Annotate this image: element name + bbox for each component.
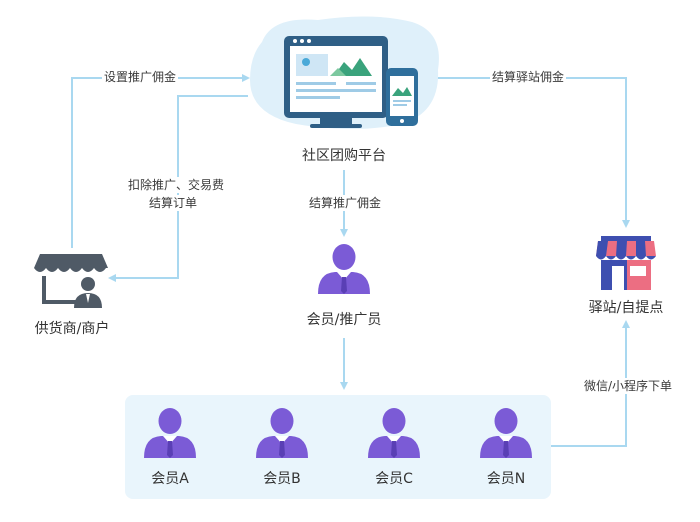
label-set-commission: 设置推广佣金	[102, 69, 179, 85]
label-deduct-line1: 扣除推广、交易费	[126, 177, 227, 193]
member-c-label: 会员C	[375, 471, 413, 487]
edge-set-commission	[71, 74, 250, 248]
promoter-icon	[318, 244, 370, 294]
station-label: 驿站/自提点	[588, 300, 664, 316]
member-a-label: 会员A	[151, 471, 189, 487]
platform-label: 社区团购平台	[302, 148, 386, 164]
members-panel	[125, 395, 551, 499]
label-order-via: 微信/小程序下单	[582, 378, 675, 394]
label-deduct-line2: 结算订单	[147, 195, 200, 211]
member-n-label: 会员N	[486, 471, 526, 487]
label-station-commission: 结算驿站佣金	[490, 69, 567, 85]
platform-icon	[250, 16, 439, 130]
supplier-label: 供货商/商户	[34, 321, 110, 337]
promoter-label: 会员/推广员	[306, 312, 382, 328]
edge-station-commission	[422, 77, 630, 228]
station-icon	[596, 236, 656, 290]
label-promo-commission: 结算推广佣金	[307, 195, 384, 211]
supplier-icon	[34, 254, 108, 308]
member-b-label: 会员B	[263, 471, 301, 487]
edge-order	[551, 320, 630, 447]
